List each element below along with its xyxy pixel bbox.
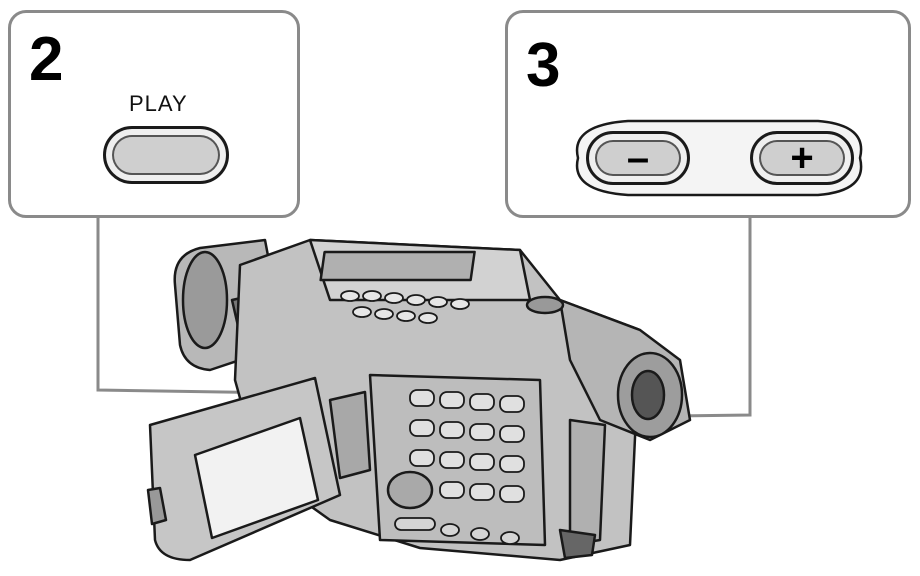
step-3-callout: 3 – + [505,10,911,218]
play-button[interactable] [103,126,229,184]
plus-button[interactable]: + [750,131,854,185]
plus-minus-button-frame [575,119,863,197]
step-number-2: 2 [29,25,64,94]
camcorder-illustration [146,238,692,562]
step-number-3: 3 [526,31,561,100]
minus-button[interactable]: – [586,131,690,185]
play-button-label: PLAY [129,91,188,116]
step-2-callout: 2 PLAY [8,10,300,218]
